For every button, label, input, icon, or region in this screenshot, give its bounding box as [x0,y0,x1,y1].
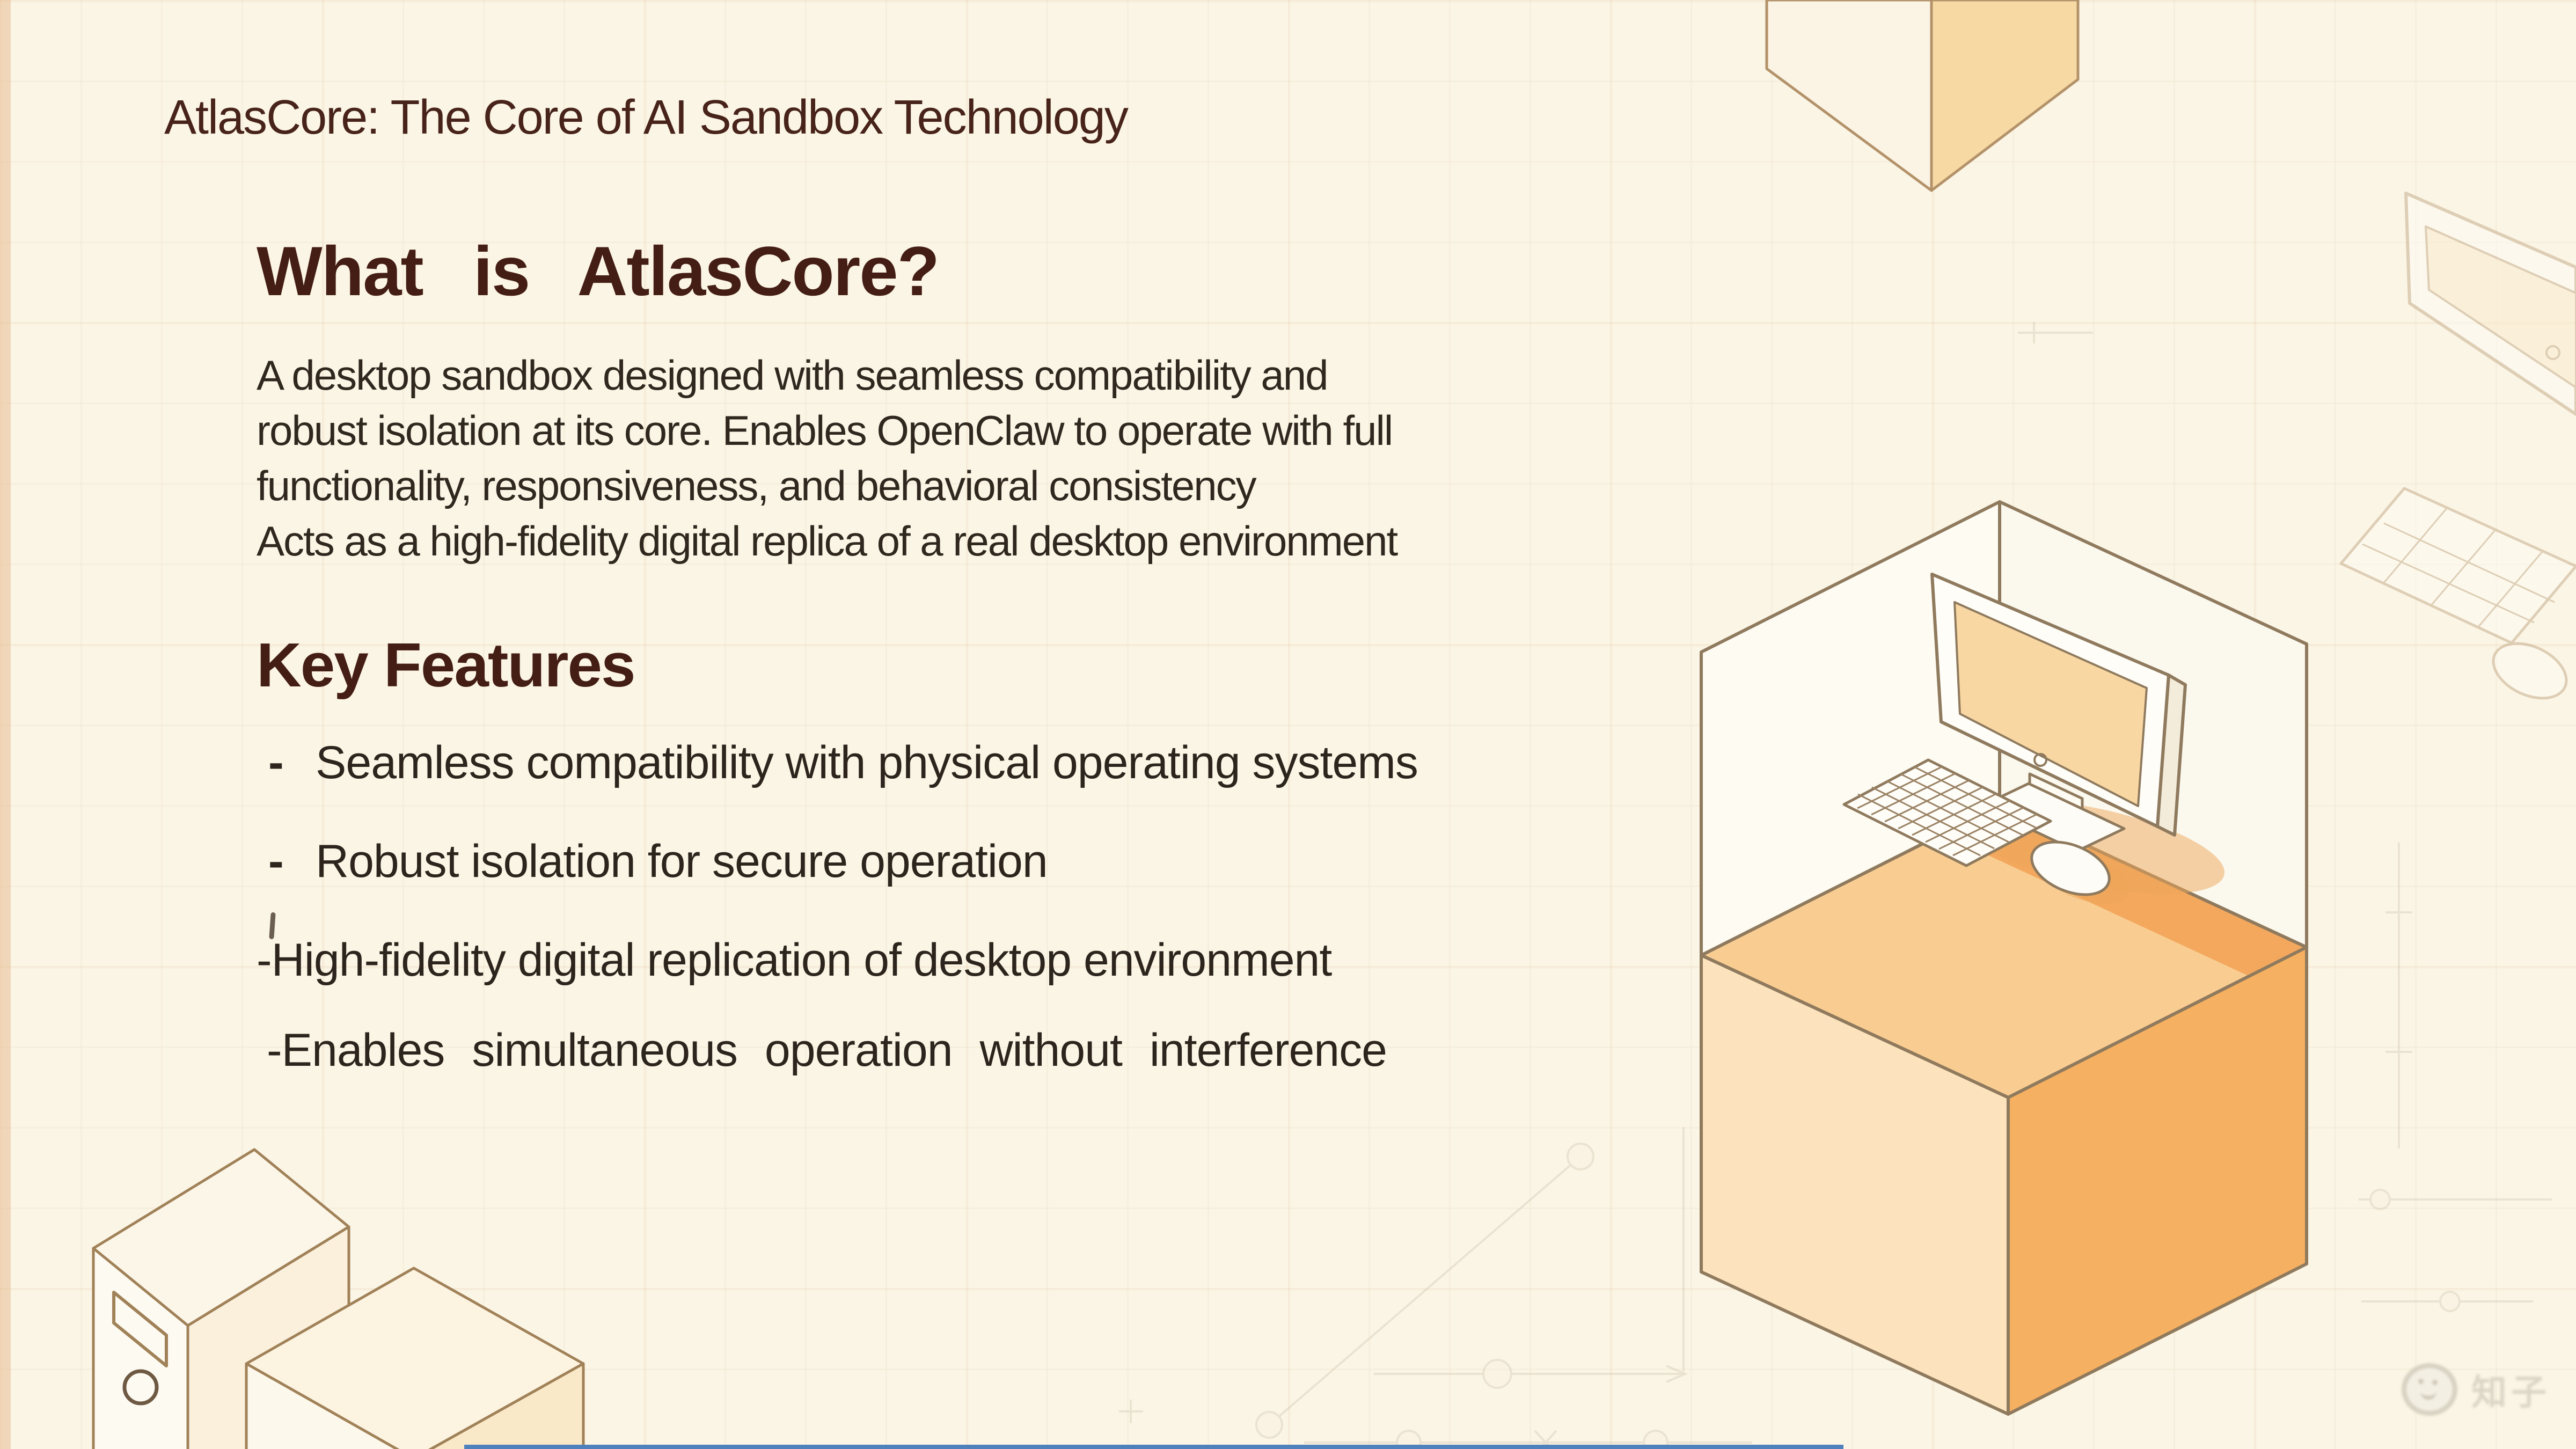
feature-bullet: -High-fidelity digital replication of de… [257,934,1333,987]
watermark-text: 知子 [2471,1372,2551,1412]
bottom-blue-line [464,1445,1843,1449]
bullet-dash: - [268,836,284,887]
watermark: 知子 [2402,1363,2551,1416]
paragraph-line: A desktop sandbox designed with seamless… [257,352,1329,399]
keyboard-icon [1842,758,2052,867]
slide-title: AtlasCore: The Core of AI Sandbox Techno… [164,91,1129,144]
bullet-text: Enables simultaneous operation without i… [281,1024,1387,1076]
feature-bullet: -Seamless compatibility with physical op… [268,736,1418,789]
paragraph-line: robust isolation at its core. Enables Op… [257,407,1393,454]
what-is-paragraph: A desktop sandbox designed with seamless… [257,348,1398,569]
bottom-left-cube-icon [245,1267,585,1449]
bullet-dash: - [267,1024,282,1076]
faded-desktop-icon [2339,192,2576,700]
bullet-dash: - [268,737,284,788]
section-heading-key-features: Key Features [257,630,636,700]
monitor-icon [1930,573,2187,853]
feature-bullet: -Enables simultaneous operation without … [267,1024,1387,1077]
blueprint-sketch-marks [1119,322,2552,1449]
left-edge-strip [0,0,11,1449]
section-heading-what-is: What is AtlasCore? [257,232,940,310]
bullet-dash: - [257,934,272,986]
paragraph-line: Acts as a high-fidelity digital replica … [257,517,1398,565]
sandbox-cube-illustration [1700,500,2308,1416]
bullet-text: Robust isolation for secure operation [316,836,1048,887]
feature-bullet: -Robust isolation for secure operation [268,835,1048,888]
watermark-smiley-logo-icon [2402,1363,2457,1416]
mouse-icon [2030,840,2111,896]
bullet-text: Seamless compatibility with physical ope… [316,737,1418,788]
bullet-text: High-fidelity digital replication of des… [271,934,1333,986]
paragraph-line: functionality, responsiveness, and behav… [257,462,1257,509]
top-right-cube-icon [1765,0,2080,192]
